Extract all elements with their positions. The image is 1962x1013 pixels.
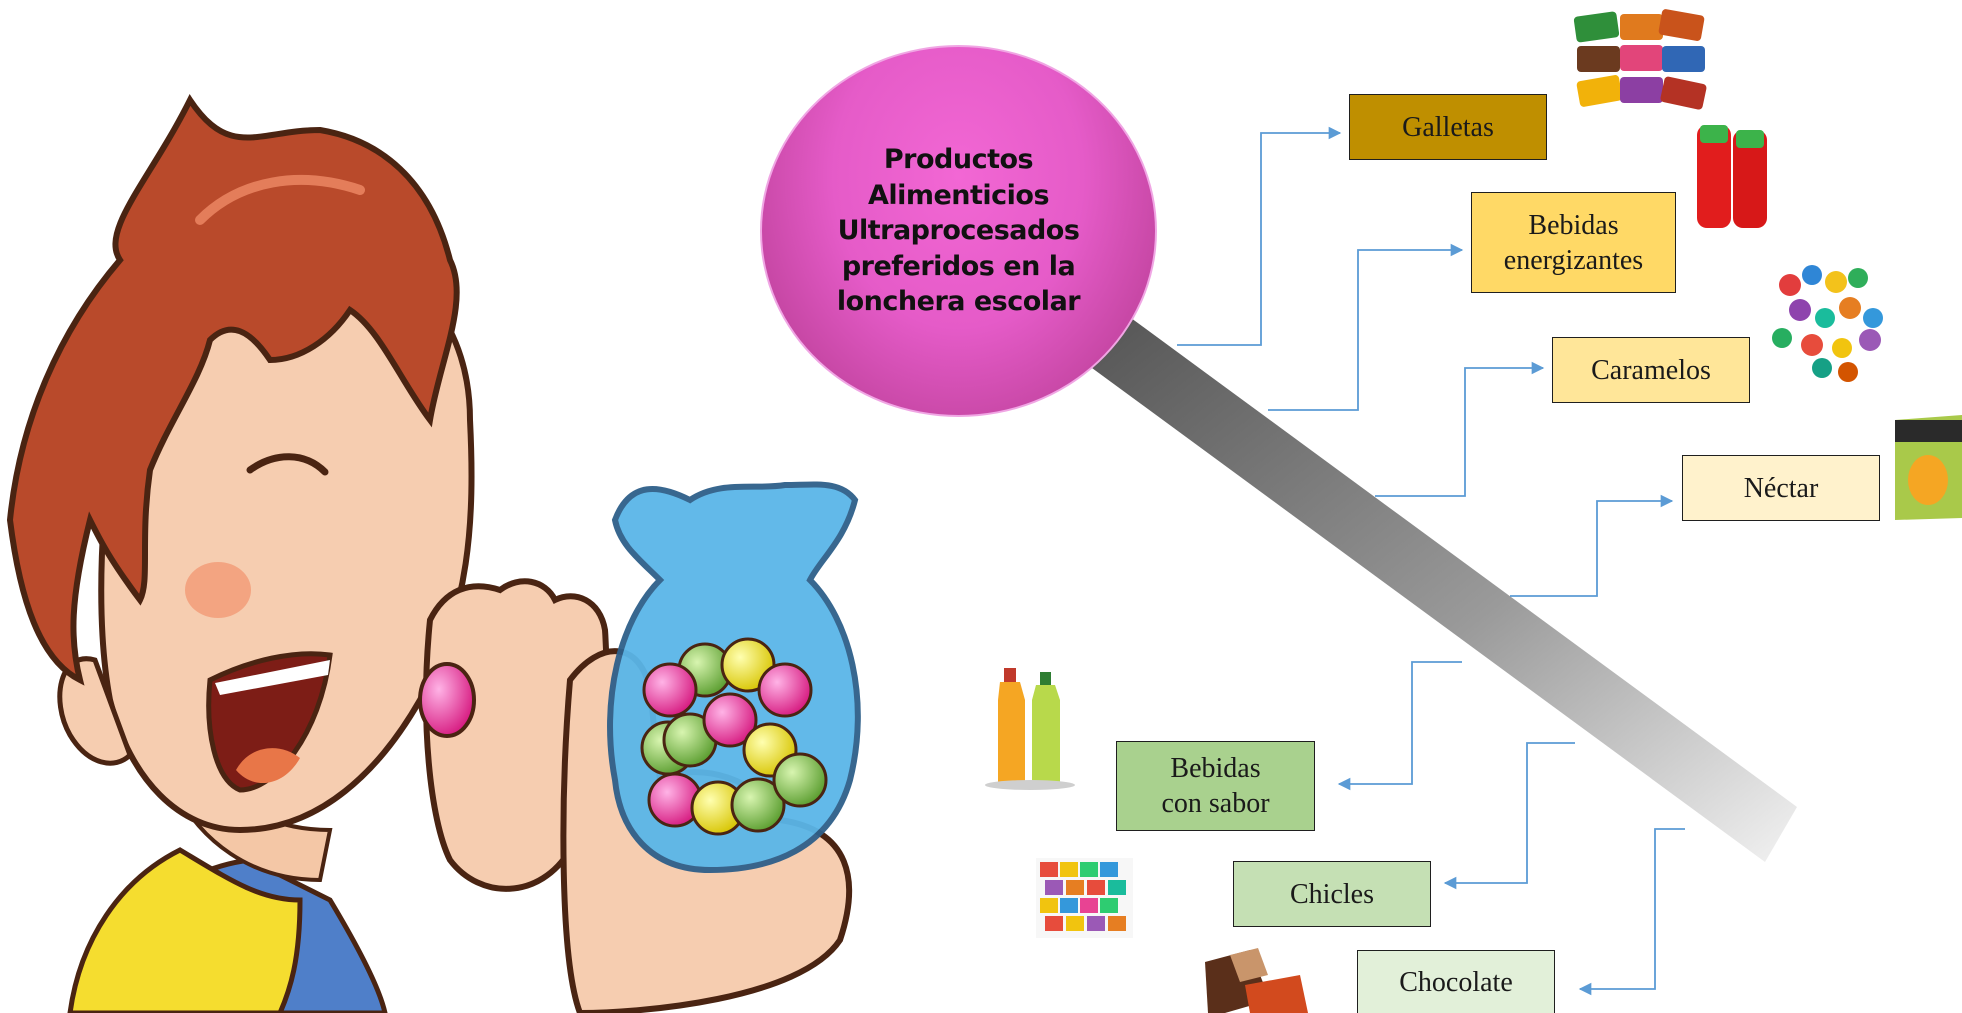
wrapped-candies-image [1772,265,1883,382]
gummy-candies-image [1036,858,1133,938]
branch-caramelos: Caramelos [1552,337,1750,403]
central-topic-title: Productos Alimenticios Ultraprocesados p… [836,143,1081,318]
connector-chicles [1443,742,1575,890]
branch-bebidas-energizantes-label-line1: Bebidas [1528,209,1619,241]
branch-chocolate: Chocolate [1357,950,1555,1013]
branch-bebidas-energizantes-label-line2: energizantes [1503,244,1644,276]
branch-bebidas-con-sabor: Bebidas con sabor [1116,741,1315,831]
chocolate-bar-image [1205,948,1308,1013]
branch-nectar: Néctar [1682,455,1880,521]
juice-bottles-red-image [1697,125,1767,228]
branch-galletas: Galletas [1349,94,1547,160]
flavored-drink-bottles-image [985,668,1075,790]
connector-chocolate [1578,828,1685,996]
cookies-packs-image [1573,9,1707,110]
branch-chocolate-label: Chocolate [1399,966,1513,998]
connector-galletas [1177,126,1342,346]
central-topic-bubble: Productos Alimenticios Ultraprocesados p… [760,45,1157,417]
connector-bebidas-energizantes [1268,243,1464,411]
branch-bebidas-con-sabor-label-line2: con sabor [1161,788,1270,819]
nectar-box-image [1895,415,1962,520]
diagonal-spine [1092,318,1797,862]
boy-with-candy-jar-illustration [6,94,861,1013]
connectors [1177,126,1685,996]
branch-caramelos-label: Caramelos [1591,354,1711,386]
branch-chicles: Chicles [1233,861,1431,927]
branch-galletas-label: Galletas [1402,111,1494,143]
branch-nectar-label: Néctar [1743,472,1819,504]
connector-caramelos [1375,361,1545,497]
connector-nectar [1510,494,1674,597]
branch-bebidas-con-sabor-label-line1: Bebidas [1170,753,1261,784]
branch-chicles-label: Chicles [1290,878,1374,910]
branch-bebidas-energizantes: Bebidas energizantes [1471,192,1676,293]
connector-bebidas-con-sabor [1337,661,1462,791]
